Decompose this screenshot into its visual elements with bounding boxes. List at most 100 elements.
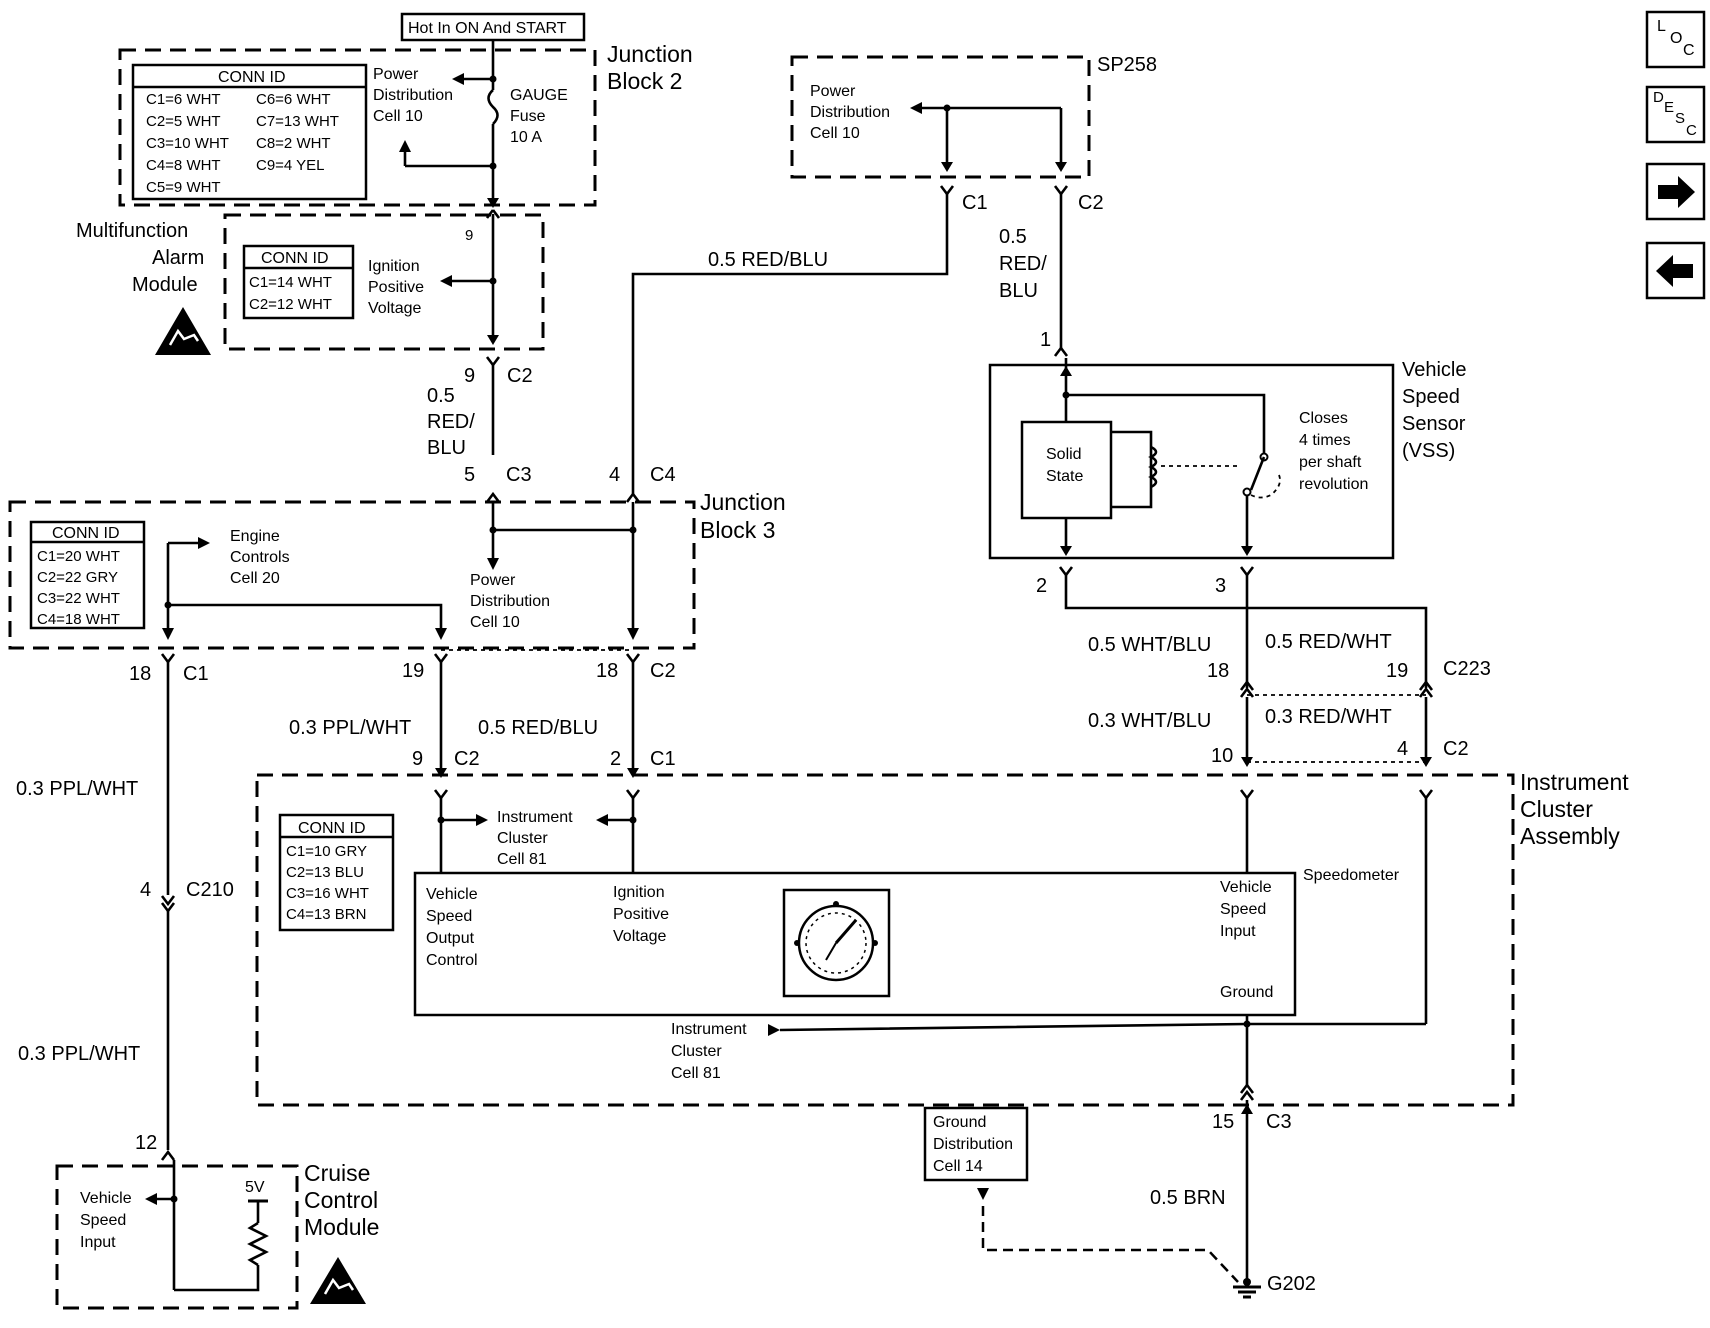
ic-cell-top-line: Instrument: [497, 809, 573, 826]
jb2-conn-row: C9=4 YEL: [256, 157, 325, 174]
wire-brn: 0.5 BRN: [1150, 1187, 1226, 1209]
ic-conn-row: C4=13 BRN: [286, 906, 366, 923]
ic-cell-bottom-line: Cell 81: [671, 1065, 721, 1082]
jb2-power-dist-line: Power: [373, 66, 419, 83]
alarm-title-line: Module: [132, 274, 198, 296]
alarm-ignition-line: Positive: [368, 279, 424, 296]
c223-label: C223: [1443, 658, 1491, 680]
jb3-power-dist-line: Cell 10: [470, 614, 520, 631]
desc-letter: C: [1686, 122, 1697, 139]
wire-red-blu-sp258-c2: 0.5 RED/ BLU 1: [999, 194, 1069, 357]
jb2-title-line: Block 2: [607, 68, 682, 94]
vss-title-line: Sensor: [1402, 413, 1466, 435]
ic-conn-id-title: CONN ID: [298, 820, 366, 837]
loc-button[interactable]: L O C: [1645, 10, 1706, 69]
desc-letter: D: [1653, 89, 1664, 106]
ic-vso-line: Speed: [426, 908, 472, 925]
solid-state-line: Solid: [1046, 446, 1082, 463]
jb3-title-line: Block 3: [700, 517, 775, 543]
sp258-power-dist-line: Cell 10: [810, 125, 860, 142]
wire-wht-blu-1: 0.5 WHT/BLU: [1088, 634, 1211, 656]
ic-pin-2: 2: [610, 748, 621, 770]
hot-in-label-box: Hot In ON And START: [400, 12, 586, 42]
ic-cell-bottom-line: Instrument: [671, 1021, 747, 1038]
ic-c2: C2: [454, 748, 480, 770]
wire-red-blu-left-line: RED/: [427, 411, 475, 433]
cruise-control-module: Cruise Control Module Vehicle Speed Inpu…: [55, 1160, 379, 1310]
vss-closes-line: revolution: [1299, 476, 1368, 493]
fuse-icon: [487, 89, 499, 125]
speedometer-box: [413, 871, 1297, 1017]
sp258-power-dist-line: Distribution: [810, 104, 890, 121]
multifunction-alarm-module: CONN ID C1=14 WHT C2=12 WHT Ignition Pos…: [76, 209, 545, 355]
next-button[interactable]: [1645, 162, 1706, 221]
fuse-label-line: Fuse: [510, 108, 546, 125]
jb3-conn-row: C4=18 WHT: [37, 611, 120, 628]
jb3-c4: C4: [650, 464, 676, 486]
wire-red-blu-top: 0.5 RED/BLU: [708, 249, 828, 271]
c223-c2: C2: [1443, 738, 1469, 760]
arrow-right-icon: [1658, 176, 1695, 208]
loc-letter: C: [1683, 42, 1695, 59]
wire-ppl-wht-1: 0.3 PPL/WHT: [289, 717, 411, 739]
jb3-conn-row: C1=20 WHT: [37, 548, 120, 565]
jb2-conn-row: C4=8 WHT: [146, 157, 221, 174]
ic-vs-input-line: Input: [1220, 923, 1256, 940]
c210-label: C210: [186, 879, 234, 901]
vss-pin-1: 1: [1040, 329, 1051, 351]
esd-warning-icon: [155, 307, 211, 355]
alarm-pin-bottom: 9: [464, 365, 475, 387]
wire-red-wht-1: 0.5 RED/WHT: [1265, 631, 1392, 653]
vss-output-wires: 0.5 WHT/BLU 0.5 RED/WHT 18 19 C223 0.3 W…: [1064, 575, 1491, 767]
junction-block-3: 5 C3 4 C4 Junction Block 3 CONN ID C1=20…: [8, 464, 786, 685]
desc-button[interactable]: D E S C: [1645, 85, 1706, 144]
wire-red-blu-mid: 0.5 RED/BLU: [478, 717, 598, 739]
jb2-conn-row: C8=2 WHT: [256, 135, 331, 152]
ic-vs-input-line: Speed: [1220, 901, 1266, 918]
alarm-conn-id-title: CONN ID: [261, 250, 329, 267]
vss-title-line: Vehicle: [1402, 359, 1467, 381]
jb2-title-line: Junction: [607, 41, 693, 67]
ic-cell-top-line: Cell 81: [497, 851, 547, 868]
ground-dist-line: Distribution: [933, 1136, 1013, 1153]
jb3-pin-5: 5: [464, 464, 475, 486]
ground-dist-line: Cell 14: [933, 1158, 983, 1175]
vss-pin-3: 3: [1215, 575, 1226, 597]
loc-letter: L: [1657, 18, 1666, 35]
cruise-volt-label: 5V: [245, 1179, 265, 1196]
fuse-label-line: 10 A: [510, 129, 542, 146]
ic-vso-line: Control: [426, 952, 478, 969]
cruise-title-line: Cruise: [304, 1160, 370, 1186]
vss-closes-line: Closes: [1299, 410, 1348, 427]
vehicle-speed-sensor: Vehicle Speed Sensor (VSS) Solid State C…: [988, 358, 1467, 597]
jb2-power-dist-line: Distribution: [373, 87, 453, 104]
jb2-conn-row: C6=6 WHT: [256, 91, 331, 108]
vss-closes-line: per shaft: [1299, 454, 1362, 471]
c2-pin-4: 4: [1397, 738, 1408, 760]
wire-red-blu-right-line: BLU: [999, 280, 1038, 302]
jb3-conn-id-title: CONN ID: [52, 525, 120, 542]
ground-distribution: Ground Distribution Cell 14: [923, 1106, 1239, 1283]
cruise-vs-input-line: Speed: [80, 1212, 126, 1229]
jb3-pin-4: 4: [609, 464, 620, 486]
cruise-title-line: Control: [304, 1187, 378, 1213]
fuse-label-line: GAUGE: [510, 87, 568, 104]
alarm-ignition-line: Voltage: [368, 300, 421, 317]
prev-button[interactable]: [1645, 241, 1706, 300]
ic-cell-bottom-line: Cluster: [671, 1043, 722, 1060]
g202-ground-icon: G202: [1233, 1273, 1316, 1299]
ic-conn-row: C3=16 WHT: [286, 885, 369, 902]
jb2-conn-row: C2=5 WHT: [146, 113, 221, 130]
ic-conn-row: C1=10 GRY: [286, 843, 367, 860]
desc-letter: E: [1664, 99, 1674, 116]
jb3-conn-row: C2=22 GRY: [37, 569, 118, 586]
loc-letter: O: [1670, 30, 1682, 47]
ic-ground-label: Ground: [1220, 984, 1273, 1001]
alarm-conn-row: C1=14 WHT: [249, 274, 332, 291]
jb3-engine-line: Cell 20: [230, 570, 280, 587]
g202-label: G202: [1267, 1273, 1316, 1295]
ic-vs-input-line: Vehicle: [1220, 879, 1272, 896]
c223-pin-19: 19: [1386, 660, 1408, 682]
jb3-conn-row: C3=22 WHT: [37, 590, 120, 607]
